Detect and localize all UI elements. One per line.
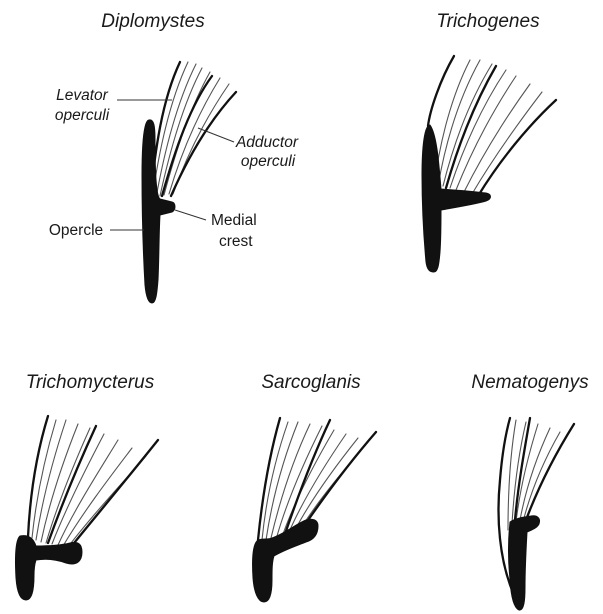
label-levator-operculi-2: operculi [55, 107, 110, 124]
muscle-fibers [150, 62, 236, 202]
opercle-bone [422, 125, 491, 272]
panel-trichogenes: Trichogenes [422, 11, 556, 272]
muscle-fibers [428, 56, 556, 196]
opercle-bone [142, 120, 175, 303]
taxon-title-nematogenys: Nematogenys [471, 372, 589, 393]
label-adductor-operculi-2: operculi [241, 153, 296, 170]
panel-sarcoglanis: Sarcoglanis [253, 372, 376, 602]
taxon-title-trichogenes: Trichogenes [436, 11, 540, 32]
taxon-title-sarcoglanis: Sarcoglanis [261, 372, 361, 393]
label-adductor-operculi-1: Adductor [235, 134, 299, 151]
label-medial-crest-2: crest [219, 233, 253, 250]
taxon-title-diplomystes: Diplomystes [101, 11, 205, 32]
muscle-fibers [28, 416, 158, 548]
label-levator-operculi-1: Levator [56, 87, 109, 104]
panel-diplomystes: Diplomystes Levator operculi Adductor op… [49, 11, 299, 303]
opercle-bone [15, 536, 82, 600]
label-medial-crest-1: Medial [211, 212, 257, 229]
opercle-bone [509, 516, 540, 610]
taxon-title-trichomycterus: Trichomycterus [26, 372, 155, 393]
panel-trichomycterus: Trichomycterus [15, 372, 158, 600]
opercle-bone [253, 519, 318, 602]
leader-medial-crest [175, 210, 206, 220]
label-opercle: Opercle [49, 222, 103, 239]
panel-nematogenys: Nematogenys [471, 372, 589, 610]
